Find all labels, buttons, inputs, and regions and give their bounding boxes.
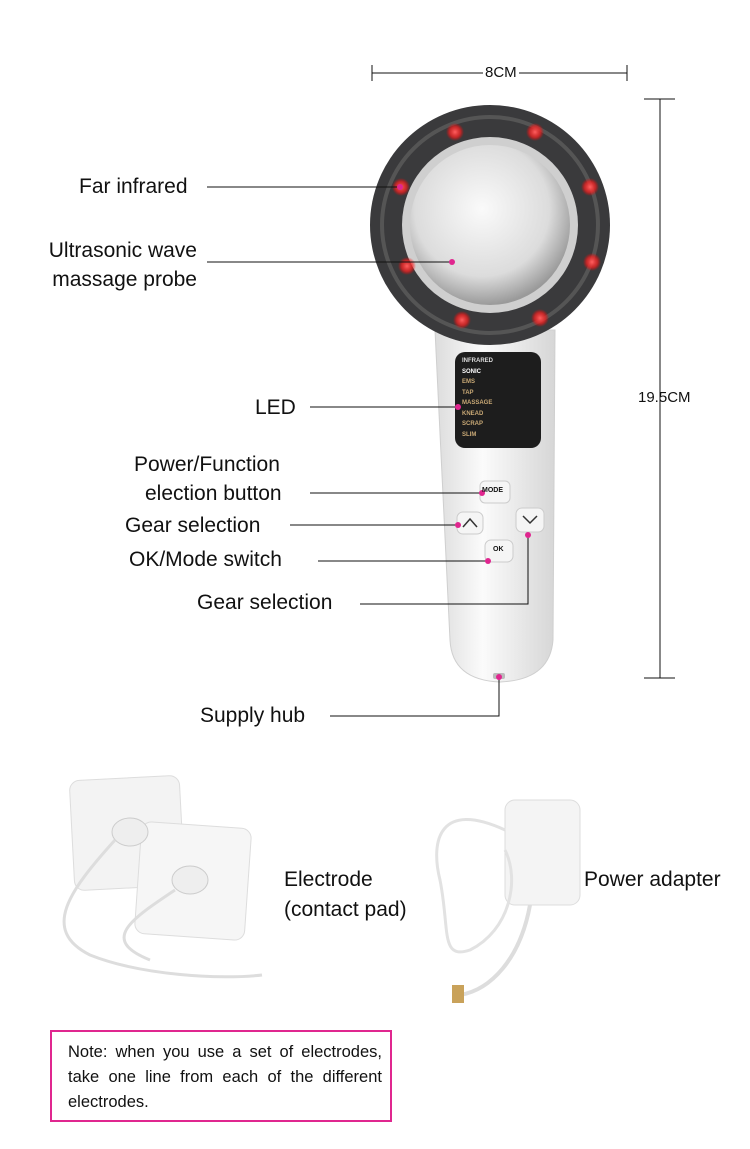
gear-up-label: Gear selection xyxy=(125,514,261,537)
ok-button[interactable]: OK xyxy=(493,546,504,553)
led-scrap: SCRAP xyxy=(462,421,484,427)
supply-hub-label: Supply hub xyxy=(200,704,306,727)
ultrasonic-label-2: massage probe xyxy=(52,268,197,291)
note-box: Note: when you use a set of electrodes, … xyxy=(50,1030,392,1122)
gear-down-button[interactable] xyxy=(516,508,544,532)
width-label: 8CM xyxy=(483,64,519,81)
power-adapter-image xyxy=(435,799,581,1003)
led-panel: INFRARED SONIC EMS TAP MASSAGE KNEAD SCR… xyxy=(462,356,493,440)
power-label-1: Power/Function xyxy=(134,453,280,476)
led-label: LED xyxy=(255,396,296,419)
infrared-leds xyxy=(392,123,601,329)
electrode-label-1: Electrode xyxy=(284,868,373,891)
ultrasonic-label-1: Ultrasonic wave xyxy=(48,239,197,262)
led-massage: MASSAGE xyxy=(462,400,493,406)
electrode-pads-image xyxy=(62,775,263,979)
mode-button[interactable]: MODE xyxy=(482,487,503,494)
led-infrared: INFRARED xyxy=(462,358,493,364)
led-knead: KNEAD xyxy=(462,410,484,417)
leader-lines xyxy=(207,186,529,717)
electrode-label-2: (contact pad) xyxy=(284,898,407,921)
led-ems: EMS xyxy=(462,379,476,385)
led-slim: SLIM xyxy=(462,431,477,438)
led-tap: TAP xyxy=(462,389,474,396)
height-label: 19.5CM xyxy=(638,389,691,406)
power-label-2: election button xyxy=(145,482,282,505)
ok-label: OK/Mode switch xyxy=(129,548,282,571)
gear-down-label: Gear selection xyxy=(197,591,333,614)
led-sonic: SONIC xyxy=(462,368,482,375)
gear-up-button[interactable] xyxy=(457,512,483,534)
device-illustration xyxy=(370,105,610,683)
leader-dots xyxy=(397,184,531,680)
adapter-label: Power adapter xyxy=(584,868,721,891)
far-infrared-label: Far infrared xyxy=(79,175,188,198)
height-dimension xyxy=(644,98,675,679)
